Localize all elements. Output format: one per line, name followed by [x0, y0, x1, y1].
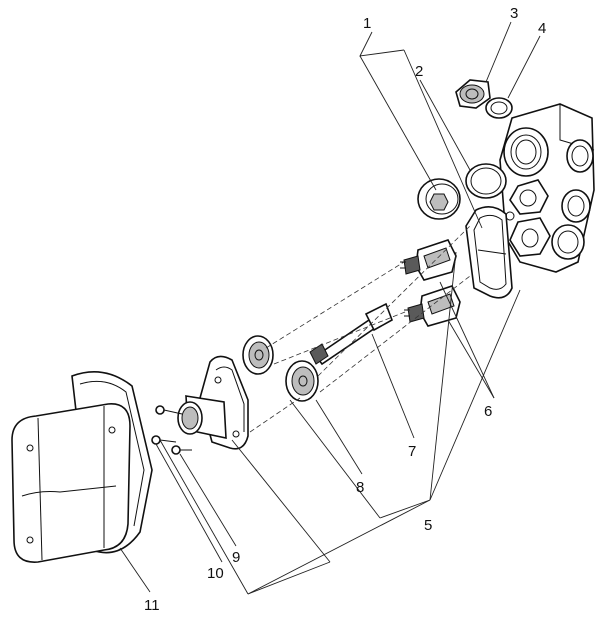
- plug-nut: [455, 79, 491, 109]
- callout-numbers: 1 2 3 4 5 6 7 8 9 10 11: [144, 5, 546, 614]
- spindle: [309, 302, 393, 366]
- valve-body: [499, 103, 595, 273]
- callout-11: 11: [144, 597, 160, 614]
- gear-upper: [242, 335, 274, 375]
- assembly-axis-lines: [249, 225, 471, 433]
- callout-9: 9: [232, 549, 240, 566]
- gear-housing: [177, 355, 249, 450]
- callout-10: 10: [207, 565, 224, 582]
- callout-1: 1: [363, 15, 371, 32]
- callout-6: 6: [484, 403, 492, 420]
- screws: [151, 405, 192, 455]
- callout-5: 5: [424, 517, 432, 534]
- cap-plug: [417, 178, 461, 220]
- callout-4: 4: [538, 20, 546, 37]
- body-gasket: [465, 206, 513, 299]
- o-ring: [465, 163, 507, 199]
- cartridge-upper: [400, 239, 457, 281]
- leader-lines: [119, 21, 541, 595]
- gear-lower: [285, 360, 319, 402]
- callout-2: 2: [415, 63, 423, 80]
- washer: [485, 97, 513, 119]
- callout-7: 7: [408, 443, 416, 460]
- trim-cover: [11, 370, 153, 563]
- callout-3: 3: [510, 5, 518, 22]
- callout-8: 8: [356, 479, 364, 496]
